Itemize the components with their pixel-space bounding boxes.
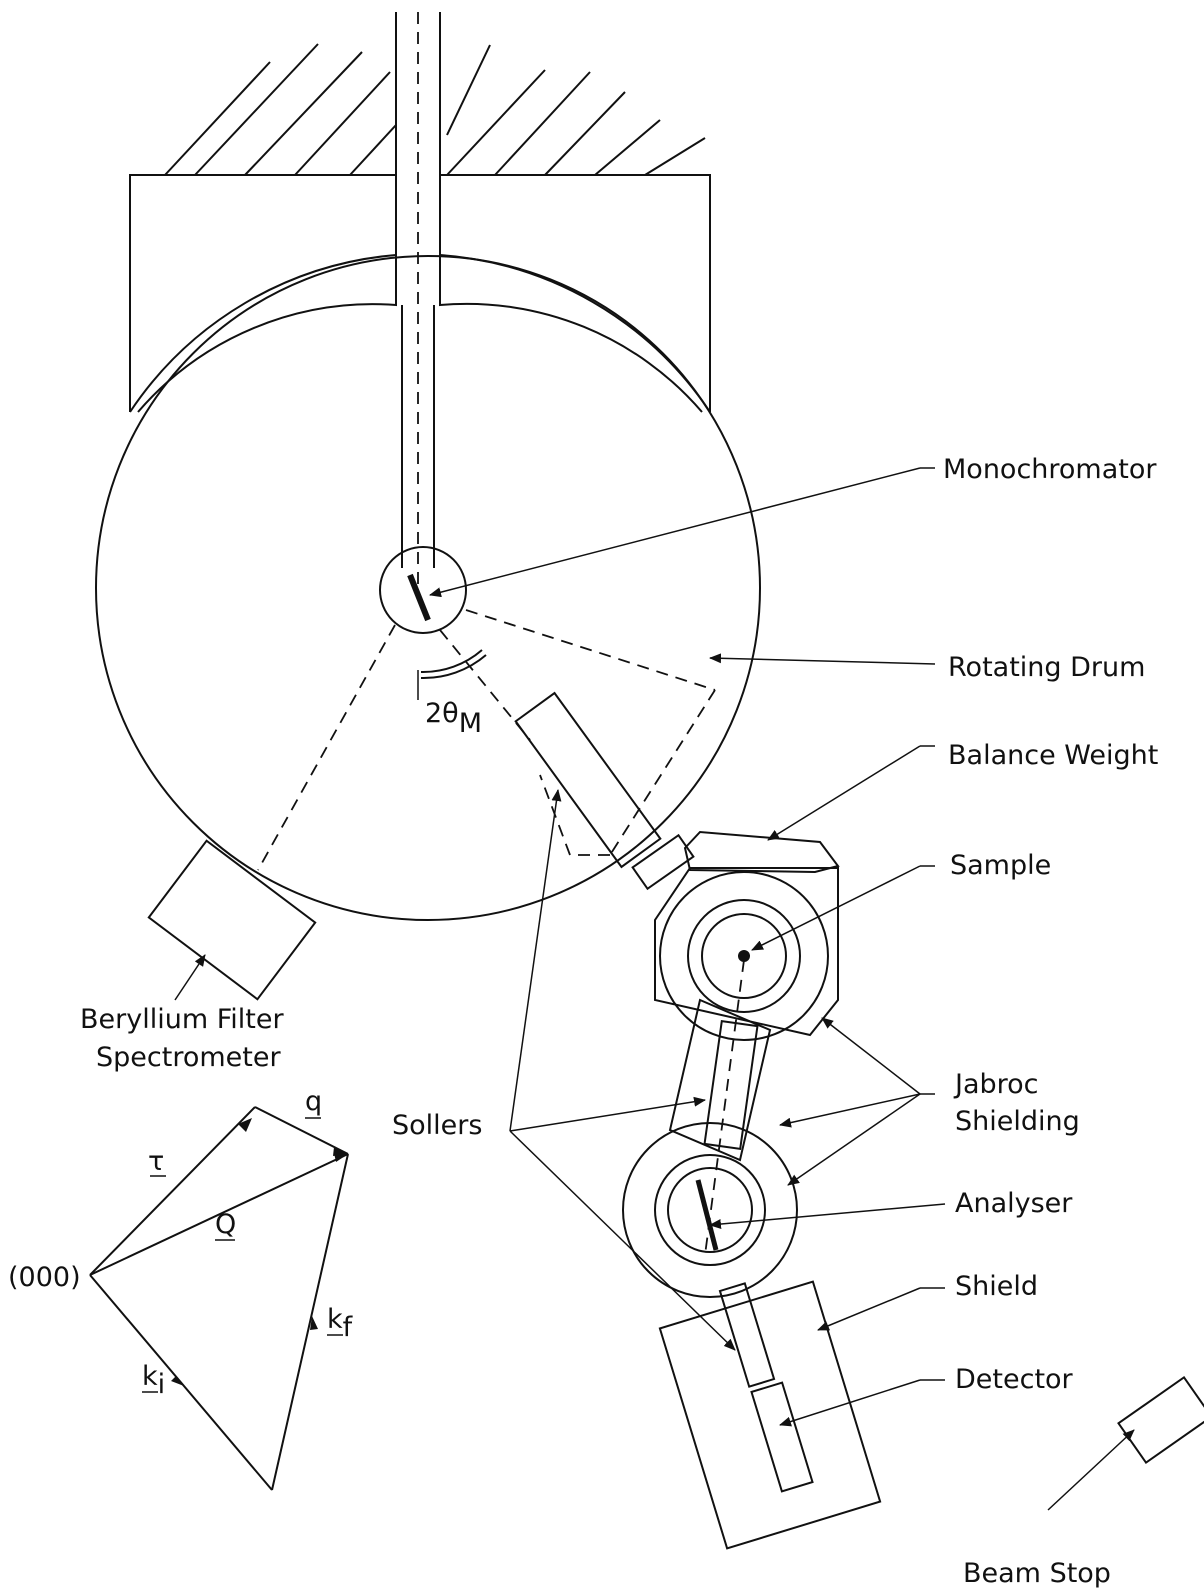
label-beryllium-line1: Beryllium Filter [80, 1004, 284, 1035]
label-jabroc-line2: Shielding [955, 1106, 1080, 1137]
monochromator-housing [379, 546, 467, 634]
shielding-block [129, 174, 711, 412]
label-jabroc-line1: Jabroc [953, 1069, 1039, 1100]
sample-point [738, 950, 750, 962]
sample-ring-inner [701, 913, 787, 999]
vector-q [254, 1106, 349, 1155]
label-beam-stop: Beam Stop [963, 1558, 1111, 1589]
vector-diagram: (000) τ q Q kf ki [8, 1086, 354, 1491]
label-analyser: Analyser [955, 1188, 1073, 1219]
beam-stop [1117, 1376, 1204, 1464]
label-beryllium-line2: Spectrometer [96, 1042, 281, 1073]
label-monochromator: Monochromator [943, 454, 1157, 485]
rotating-drum [95, 255, 761, 921]
analyser-ring-outer [654, 1154, 766, 1266]
vector-tau [89, 1106, 256, 1276]
vector-kf [271, 1153, 349, 1491]
kf-label: kf [327, 1304, 354, 1343]
ki-label: ki [142, 1361, 165, 1400]
q-label: q [305, 1086, 322, 1117]
beryllium-filter-box [147, 839, 317, 1001]
scattered-beam-path [704, 959, 745, 1256]
label-balance-weight: Balance Weight [948, 740, 1158, 771]
vector-arrows [171, 1118, 348, 1386]
analyser-soller [703, 1019, 759, 1151]
monochromator-soller [514, 691, 662, 869]
two-theta-label: 2θM [425, 698, 482, 739]
Q-label: Q [215, 1209, 236, 1240]
beam-tube [395, 12, 441, 568]
beam-paths [257, 609, 716, 871]
sample-drum [659, 871, 829, 1041]
label-shield: Shield [955, 1271, 1038, 1302]
leader-lines [174, 467, 1135, 1511]
label-sample: Sample [950, 850, 1051, 881]
detector-shield [658, 1280, 882, 1550]
label-rotating-drum: Rotating Drum [948, 652, 1145, 683]
hatch-lines-top [164, 43, 706, 176]
analyser-ring-inner [667, 1167, 753, 1253]
monochromator-crystal [407, 573, 431, 622]
detector-soller [718, 1282, 776, 1388]
analyser-drum [622, 1122, 798, 1298]
detector [750, 1381, 814, 1493]
analyser-crystal [695, 1179, 719, 1251]
drum-inner-arc-right [439, 253, 711, 413]
label-sollers: Sollers [392, 1110, 482, 1141]
vector-underlines [142, 1117, 343, 1393]
label-detector: Detector [955, 1364, 1074, 1395]
arm-shielding [668, 998, 772, 1162]
tau-label: τ [148, 1146, 164, 1177]
vector-Q [89, 1153, 349, 1276]
balance-weight [683, 830, 840, 874]
two-theta-arc [420, 649, 483, 674]
origin-label: (000) [8, 1262, 81, 1293]
two-theta-arc-inner [420, 654, 487, 680]
drum-inner-arc-left [129, 253, 397, 413]
sample-ring-outer [687, 899, 801, 1013]
sample-shield-body [654, 867, 839, 1037]
